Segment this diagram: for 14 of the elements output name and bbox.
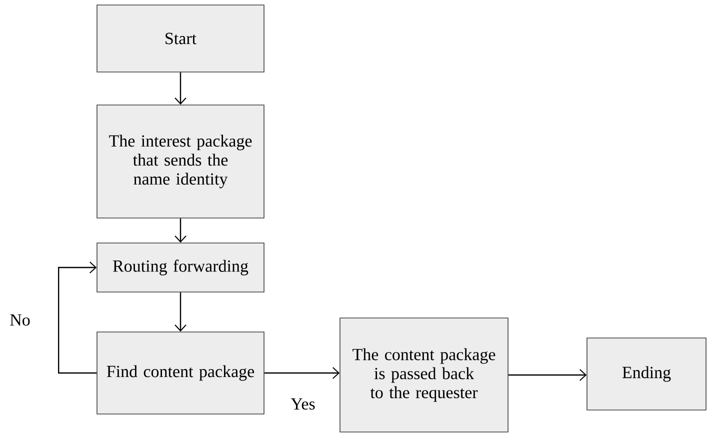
- process-box: Start: [96, 4, 264, 72]
- edge-label: Yes: [290, 398, 315, 410]
- arrow: [174, 292, 186, 332]
- arrow: [508, 369, 587, 381]
- process-box: The interest package that sends the name identity: [96, 104, 264, 218]
- arrow: [264, 367, 340, 379]
- arrow: [174, 72, 186, 105]
- edge-label: No: [10, 314, 30, 326]
- process-box: The content package is passed back to the requester: [340, 318, 508, 432]
- process-box: Routing forwarding: [96, 242, 264, 292]
- process-box: Find content package: [96, 332, 264, 414]
- arrow: [58, 262, 97, 374]
- arrow: [174, 218, 186, 243]
- process-box: Ending: [586, 338, 706, 410]
